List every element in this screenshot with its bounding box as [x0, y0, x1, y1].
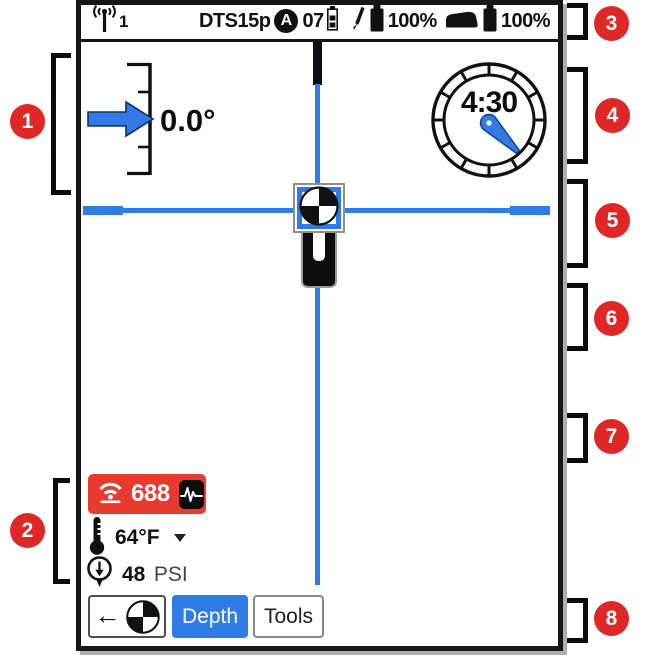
pitch-value: 0.0° [160, 103, 216, 138]
tools-button[interactable]: Tools [253, 595, 324, 638]
callout-1: 1 [10, 104, 45, 139]
callout-5: 5 [595, 203, 630, 238]
pen-battery-icon [369, 5, 385, 37]
signal-strength-badge[interactable]: 688 [88, 474, 206, 514]
bracket-7 [567, 413, 588, 463]
thermometer-icon [88, 516, 106, 561]
target-ball-icon [299, 185, 339, 231]
pitch-arrow [87, 100, 155, 138]
crosshair-top-marker [313, 42, 322, 85]
roll-clock-time: 4:30 [460, 86, 518, 119]
callout-6: 6 [594, 301, 629, 336]
depth-button[interactable]: Depth [172, 595, 248, 638]
crosshair-vertical-line [315, 84, 320, 585]
transmitter-battery-icon [326, 6, 338, 36]
back-arrow-icon: ← [94, 600, 121, 630]
telemetry-channel: 1 [119, 11, 129, 31]
locate-target-box [293, 183, 345, 233]
bracket-1 [51, 53, 71, 195]
temperature-row[interactable]: 64°F [88, 516, 218, 561]
frequency-value: 07 [302, 9, 324, 32]
transmitter-status-group: DTS15p A 07 [198, 5, 551, 37]
roll-clock [429, 60, 549, 185]
pen-battery-pct: 100% [387, 9, 438, 32]
crosshair-right-tick [510, 206, 550, 215]
status-bar: 1 DTS15p A 07 [81, 4, 558, 42]
pressure-row: 48 PSI [86, 556, 236, 594]
mode-a-badge: A [274, 9, 299, 33]
display-battery-pct: 100% [500, 9, 551, 32]
display-battery-icon [482, 5, 498, 37]
noise-signature-icon [178, 479, 204, 509]
telemetry-group: 1 [91, 4, 128, 39]
callout-8: 8 [594, 601, 629, 636]
callout-2: 2 [10, 513, 45, 548]
bracket-8 [567, 598, 588, 643]
bracket-3 [567, 3, 588, 40]
locate-back-button[interactable]: ← [88, 595, 166, 638]
pressure-unit: PSI [153, 563, 188, 586]
bracket-2 [53, 478, 70, 584]
pen-icon [351, 5, 366, 37]
pressure-value-group: 48 PSI [122, 563, 188, 587]
bracket-6 [567, 283, 588, 351]
temperature-value: 64°F [115, 526, 160, 549]
remote-display-icon [444, 8, 479, 35]
telemetry-antenna-icon [91, 4, 118, 39]
crosshair-left-tick [83, 206, 123, 215]
bracket-5 [567, 179, 588, 268]
target-ball-button-icon [125, 599, 160, 634]
drill-head-icon [299, 231, 339, 294]
bracket-4 [567, 67, 588, 164]
transmitter-model: DTS15p [198, 9, 271, 32]
pressure-value: 48 [122, 563, 146, 586]
caret-down-icon[interactable] [173, 534, 186, 542]
callout-7: 7 [594, 419, 629, 454]
callout-4: 4 [595, 98, 630, 133]
signal-strength-value: 688 [131, 480, 170, 507]
pitch-gauge [80, 55, 260, 190]
pressure-gauge-icon [86, 555, 113, 595]
locate-target-frame [297, 185, 341, 231]
callout-3: 3 [594, 6, 629, 41]
signal-wifi-icon [97, 479, 124, 509]
